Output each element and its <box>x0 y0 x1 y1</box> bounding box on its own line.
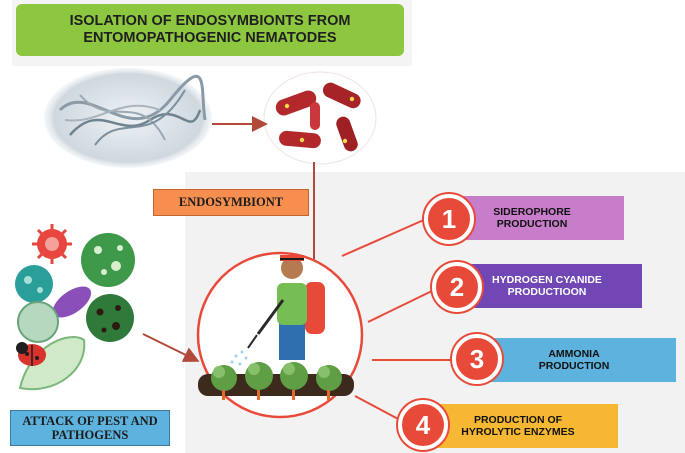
bacterium-pathogen-icon <box>15 265 53 303</box>
step-3-line-1: AMMONIA <box>548 348 600 360</box>
title-line-1: ISOLATION OF ENDOSYMBIONTS FROM <box>69 13 351 29</box>
attack-pest-label: ATTACK OF PEST AND PATHOGENS <box>10 410 170 446</box>
virus-icon <box>32 224 72 264</box>
step-4-line-2: HYROLYTIC ENZYMES <box>461 426 575 438</box>
step-3-line-2: PRODUCTION <box>538 360 610 372</box>
rod-pathogen-icon <box>52 286 92 318</box>
step-box-4: PRODUCTION OF HYROLYTIC ENZYMES <box>418 404 618 448</box>
arrow-pests-to-farmer <box>142 333 200 362</box>
step-number-2: 2 <box>432 262 482 312</box>
diagram-title: ISOLATION OF ENDOSYMBIONTS FROM ENTOMOPA… <box>16 4 404 56</box>
step-4-line-1: PRODUCTION OF <box>473 414 563 426</box>
attack-line-2: PATHOGENS <box>51 428 129 442</box>
diseased-leaf-icon <box>86 294 134 342</box>
step-box-2: HYDROGEN CYANIDE PRODUCTIOON <box>452 264 642 308</box>
step-number-3: 3 <box>452 334 502 384</box>
mold-icon <box>17 301 59 343</box>
step-1-line-2: PRODUCTION <box>496 218 568 230</box>
fungus-spore-icon <box>81 233 135 287</box>
crop-field-icon <box>198 362 354 400</box>
step-number-1: 1 <box>424 194 474 244</box>
attack-line-1: ATTACK OF PEST AND <box>22 414 158 428</box>
bacteria-icon <box>263 71 377 165</box>
step-connectors <box>341 218 454 422</box>
step-2-line-1: HYDROGEN CYANIDE <box>492 274 602 286</box>
endosymbiont-label: ENDOSYMBIONT <box>153 189 309 216</box>
step-box-3: AMMONIA PRODUCTION <box>472 338 676 382</box>
step-1-line-1: SIDEROPHORE <box>493 206 571 218</box>
step-number-4: 4 <box>398 400 448 450</box>
nematode-micrograph-icon <box>44 68 212 168</box>
pest-pathogen-cluster <box>15 224 135 391</box>
step-2-line-2: PRODUCTIOON <box>507 286 587 298</box>
title-line-2: ENTOMOPATHOGENIC NEMATODES <box>83 30 337 46</box>
farmer-sprayer-icon <box>230 255 325 366</box>
ladybug-icon <box>16 342 46 366</box>
